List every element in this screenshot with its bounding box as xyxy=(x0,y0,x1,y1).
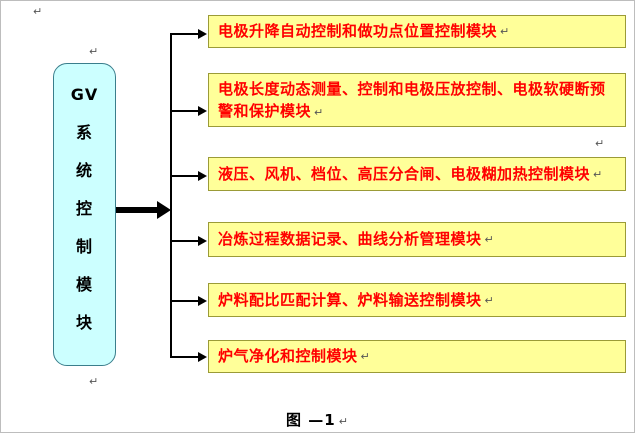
figure-caption-text: 图 —1 xyxy=(286,411,336,429)
arrowhead-icon xyxy=(198,171,207,181)
module-box-5: 炉料配比匹配计算、炉料输送控制模块 ↵ xyxy=(208,283,626,317)
branch-line xyxy=(171,33,199,35)
module-box-4: 冶炼过程数据记录、曲线分析管理模块 ↵ xyxy=(208,222,626,257)
module-box-3: 液压、风机、档位、高压分合闸、电极糊加热控制模块 ↵ xyxy=(208,157,626,191)
arrowhead-icon xyxy=(198,296,207,306)
module-label: 电极长度动态测量、控制和电极压放控制、电极软硬断预警和保护模块 xyxy=(218,79,606,121)
root-box-line: 统 xyxy=(75,161,93,180)
paragraph-mark-icon: ↵ xyxy=(595,137,605,150)
root-box: GV 系 统 控 制 模 块 xyxy=(53,63,116,366)
branch-line xyxy=(171,110,199,112)
module-label: 液压、风机、档位、高压分合闸、电极糊加热控制模块 xyxy=(218,164,591,183)
module-box-1: 电极升降自动控制和做功点位置控制模块 ↵ xyxy=(208,15,626,48)
paragraph-mark-icon: ↵ xyxy=(89,45,99,58)
root-box-line: 控 xyxy=(75,199,93,218)
paragraph-mark-icon: ↵ xyxy=(484,233,494,246)
paragraph-mark-icon: ↵ xyxy=(33,5,43,18)
arrowhead-icon xyxy=(198,29,207,39)
module-box-2: 电极长度动态测量、控制和电极压放控制、电极软硬断预警和保护模块↵ xyxy=(208,73,626,127)
module-label: 炉气净化和控制模块 xyxy=(218,347,358,366)
module-box-6: 炉气净化和控制模块 ↵ xyxy=(208,340,626,373)
paragraph-mark-icon: ↵ xyxy=(593,167,603,181)
branch-line xyxy=(171,356,199,358)
figure-caption: 图 —1↵ xyxy=(1,409,634,430)
paragraph-mark-icon: ↵ xyxy=(314,106,324,119)
paragraph-mark-icon: ↵ xyxy=(338,415,349,428)
paragraph-mark-icon: ↵ xyxy=(89,375,99,388)
arrowhead-icon xyxy=(198,106,207,116)
root-box-line: 模 xyxy=(75,275,93,294)
main-arrow xyxy=(116,207,159,213)
module-label: 炉料配比匹配计算、炉料输送控制模块 xyxy=(218,290,482,309)
arrowhead-icon xyxy=(198,236,207,246)
paragraph-mark-icon: ↵ xyxy=(500,25,510,38)
branch-line xyxy=(171,300,199,302)
root-box-line: 制 xyxy=(75,237,93,256)
connector-spine xyxy=(170,33,172,358)
root-box-line: 块 xyxy=(75,313,93,332)
module-label: 电极升降自动控制和做功点位置控制模块 xyxy=(218,22,498,41)
root-box-line: GV xyxy=(70,85,99,104)
paragraph-mark-icon: ↵ xyxy=(360,350,370,363)
arrowhead-icon xyxy=(198,352,207,362)
branch-line xyxy=(171,175,199,177)
paragraph-mark-icon: ↵ xyxy=(484,293,494,307)
branch-line xyxy=(171,240,199,242)
main-arrowhead-icon xyxy=(157,201,171,219)
module-label: 冶炼过程数据记录、曲线分析管理模块 xyxy=(218,230,482,249)
root-box-line: 系 xyxy=(75,123,93,142)
